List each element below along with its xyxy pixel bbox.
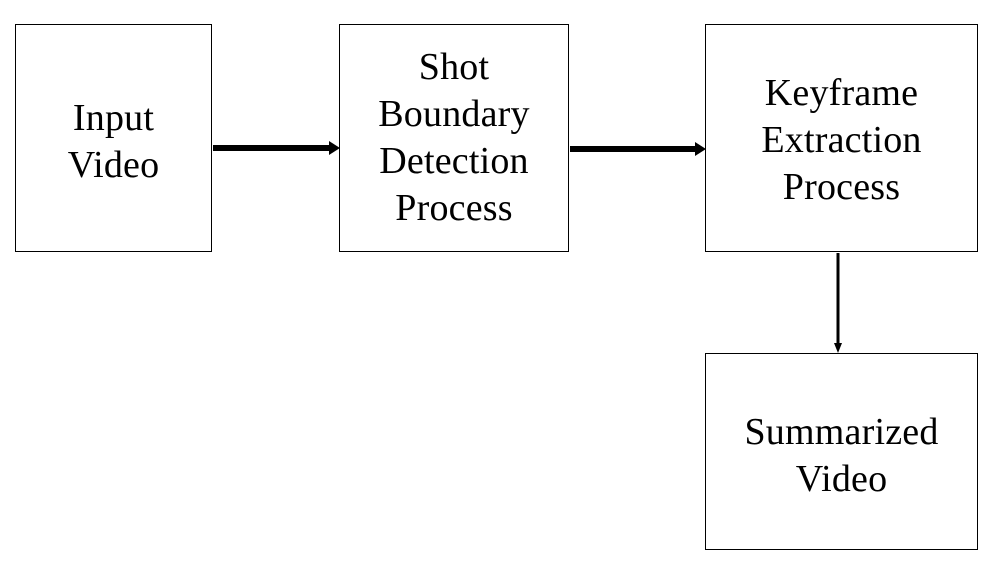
- node-label: Shot Boundary Detection Process: [378, 44, 529, 232]
- node-shot-boundary-detection: Shot Boundary Detection Process: [339, 24, 569, 252]
- node-label: Summarized Video: [744, 401, 938, 503]
- node-label: Keyframe Extraction Process: [761, 66, 921, 211]
- node-label: Input Video: [68, 87, 160, 189]
- node-label-line: Video: [795, 457, 888, 500]
- arrow-input-to-shot: [213, 141, 340, 155]
- node-label-line: Process: [395, 187, 513, 229]
- arrow-head: [834, 343, 842, 353]
- node-label-line: Process: [782, 165, 901, 208]
- node-label-line: Video: [67, 144, 160, 186]
- node-summarized-video: Summarized Video: [705, 353, 978, 550]
- node-label-line: Input: [72, 97, 155, 139]
- node-label-line: Summarized: [744, 410, 939, 453]
- node-keyframe-extraction: Keyframe Extraction Process: [705, 24, 978, 252]
- arrow-shot-to-keyframe: [570, 142, 706, 156]
- node-label-line: Shot: [418, 46, 490, 88]
- node-label-line: Detection: [379, 140, 529, 182]
- node-label-line: Boundary: [378, 93, 530, 135]
- node-input-video: Input Video: [15, 24, 212, 252]
- arrow-keyframe-to-summary: [834, 253, 842, 353]
- node-label-line: Extraction: [761, 118, 922, 161]
- node-label-line: Keyframe: [764, 71, 919, 114]
